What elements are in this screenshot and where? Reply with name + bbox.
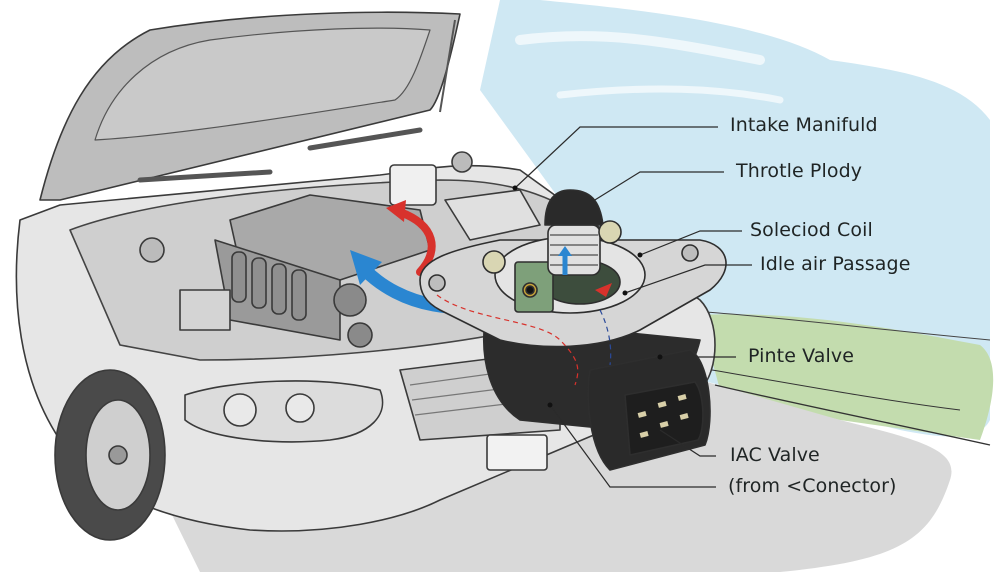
leader-lines (514, 126, 752, 488)
leader-intake-manifold (514, 126, 718, 189)
label-throttle-body: Throtle Plody (736, 160, 863, 182)
airflow-arrowhead-blue (350, 250, 382, 285)
label-idle-air-passage: Idle air Passage (760, 253, 911, 275)
leader-solenoid-coil (639, 230, 742, 256)
hood-strut (439, 19, 456, 113)
screw (482, 250, 506, 274)
leader-iac-valve (659, 429, 716, 457)
airflow-arrowhead-red (386, 200, 406, 222)
pulley (347, 322, 373, 348)
leader-dots (512, 185, 663, 408)
iac-valve-assembly (419, 189, 727, 471)
leader-connector (549, 404, 716, 488)
headlight (184, 380, 384, 443)
sky-streak (556, 85, 784, 104)
coolant-reservoir (389, 164, 437, 206)
label-connector: (from <Conector) (728, 475, 897, 497)
leader-idle-air-passage (624, 264, 752, 294)
label-iac-valve: IAC Valve (730, 444, 820, 466)
road-edge (711, 369, 961, 411)
sky-streak (515, 31, 765, 65)
license-plate (486, 434, 548, 471)
air-path-dashed (599, 309, 612, 366)
spring (547, 224, 601, 276)
wiper (307, 127, 423, 151)
passage-arrow-red (595, 283, 612, 297)
label-pintle-valve: Pinte Valve (748, 345, 855, 367)
wheel-hub (108, 445, 128, 465)
pulley (333, 283, 367, 317)
strut-tower (451, 151, 473, 173)
bolt-hole (428, 274, 446, 292)
label-solenoid-coil: Soleciod Coil (750, 219, 873, 241)
hood-inner (94, 27, 431, 141)
airflow-arrow-red (396, 208, 436, 276)
screw (598, 220, 622, 244)
grass-wash (700, 314, 994, 440)
leader-throttle-body (589, 171, 724, 204)
grass-edge (704, 311, 991, 341)
battery (444, 189, 541, 241)
coil-port-hole (525, 285, 535, 295)
spring-coils (550, 234, 598, 266)
headlight-lens (285, 393, 315, 423)
pintle-cap (544, 189, 604, 226)
fuse-box (179, 289, 231, 331)
connector-pins (637, 394, 689, 438)
strut-tower (139, 237, 165, 263)
headlight-lens (223, 393, 257, 427)
bolt-hole (681, 244, 699, 262)
label-intake-manifold: Intake Manifuld (730, 114, 878, 136)
road-edge (714, 384, 991, 446)
pintle-arrowhead (558, 246, 572, 256)
intake-runners (231, 251, 307, 321)
wiper (137, 169, 273, 183)
